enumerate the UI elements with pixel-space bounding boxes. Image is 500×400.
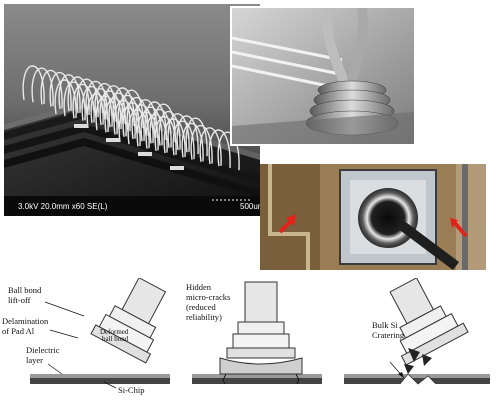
dielectric-layer-shape xyxy=(30,374,170,378)
bond-wire-loop xyxy=(54,79,77,119)
schematic-microcracks: Hidden micro-cracks (reduced reliability… xyxy=(186,281,322,385)
sem-closeup-bond-image xyxy=(230,6,416,146)
bond-pad xyxy=(74,124,88,128)
bond-wire-loop xyxy=(63,81,86,121)
bond-wire-loop xyxy=(135,99,158,138)
bond-wire-loop xyxy=(72,83,95,123)
bond-wire-loop xyxy=(85,80,108,120)
inset-traces xyxy=(232,36,343,90)
bond-wire-loop xyxy=(90,88,113,127)
delamination-label-1: Delamination xyxy=(2,316,49,326)
bond-wire-loop xyxy=(117,94,140,134)
dielectric-label-1: Dielectric xyxy=(26,345,60,355)
optical-left-trace xyxy=(268,164,310,270)
sem-inset-svg xyxy=(232,8,414,144)
bond-wire-loop xyxy=(140,106,163,146)
bulk-si-label-2: Cratering xyxy=(372,330,405,340)
bond-wire-loop xyxy=(95,95,118,135)
ball-bond-liftoff-label-2: lift-off xyxy=(8,295,31,305)
bond-wire-loop xyxy=(22,65,45,105)
bond-wire-loop xyxy=(199,127,222,166)
bond-pads xyxy=(74,124,184,170)
bond-wire-loop xyxy=(94,82,117,122)
bond-wire-loop xyxy=(163,118,186,158)
inset-wire-right xyxy=(345,8,368,88)
bond-wire-loop xyxy=(76,78,99,118)
bond-wire-loop xyxy=(153,103,176,143)
si-chip-label: Si-Chip xyxy=(118,385,144,395)
bond-wire-loop xyxy=(127,109,150,149)
sem-wire-bond-array-image: 3.0kV 20.0mm x60 SE(L) 500um xyxy=(4,4,260,216)
bond-wire-loop xyxy=(81,85,104,125)
ball-bond-liftoff-label-1: Ball bond xyxy=(8,285,42,295)
bond-wire-loop xyxy=(67,76,90,116)
bond-pad xyxy=(170,166,184,170)
bond-wire-loop xyxy=(190,124,213,164)
bond-wire-loop xyxy=(108,92,131,132)
optical-wire-tail xyxy=(397,220,459,270)
bond-wire-loop xyxy=(217,131,240,171)
failure-mode-schematics: Deformed ball bond Ball bond lift-off De… xyxy=(0,278,500,400)
die-stack xyxy=(4,102,260,216)
sem-scale-label: 500um xyxy=(240,202,260,211)
schematic-cratering: Bulk Si Cratering xyxy=(344,278,490,385)
hidden-cracks-label-4: reliability) xyxy=(186,312,222,322)
sem-info-bar xyxy=(4,196,260,216)
micro-crack-left xyxy=(222,373,227,385)
schematic-svg: Deformed ball bond Ball bond lift-off De… xyxy=(2,278,490,395)
red-arrow-left xyxy=(278,214,296,234)
deformed-ball-label-1: Deformed xyxy=(100,328,129,336)
bond-wire-loop xyxy=(136,111,159,151)
bond-wire-loop xyxy=(149,108,172,148)
inset-substrate xyxy=(232,112,414,144)
bond-wire-loop xyxy=(172,120,195,160)
optical-right-trace xyxy=(462,164,468,270)
si-chip-shape xyxy=(30,378,170,384)
sem-main-svg: 3.0kV 20.0mm x60 SE(L) 500um xyxy=(4,4,260,216)
bond-wire-loop xyxy=(158,110,181,150)
optical-pad-crater-image xyxy=(260,164,486,270)
bond-wire-loop xyxy=(131,104,154,144)
bond-wire-loop xyxy=(154,116,177,155)
hidden-cracks-label-2: micro-cracks xyxy=(186,292,230,302)
deformed-ball-label-2: ball bond xyxy=(102,335,129,343)
bond-wire-loop xyxy=(185,117,208,157)
si-crater-shape xyxy=(399,373,437,385)
dielectric-label-2: layer xyxy=(26,355,43,365)
bond-wire-loop xyxy=(145,113,168,153)
optical-ball-bond xyxy=(358,188,418,248)
red-arrow-right xyxy=(450,218,468,238)
sem-meta-text: 3.0kV 20.0mm x60 SE(L) xyxy=(18,202,108,211)
bond-wire-loop xyxy=(126,96,149,136)
hidden-cracks-label-3: (reduced xyxy=(186,302,216,312)
bond-wire-loop xyxy=(58,74,81,113)
bond-wire-loop xyxy=(181,122,204,162)
bond-pad xyxy=(138,152,152,156)
si-crater-fragments xyxy=(404,348,432,374)
bond-wire-loop xyxy=(31,67,54,107)
bond-wire-loop xyxy=(49,71,72,111)
bond-wire-loop xyxy=(118,107,141,147)
bond-wire-loop xyxy=(208,129,231,169)
bond-wire-loop xyxy=(103,85,126,124)
bond-wire-loop xyxy=(99,90,122,130)
bond-wire-loop xyxy=(86,93,109,133)
micro-crack-right xyxy=(295,373,300,385)
hidden-cracks-label-1: Hidden xyxy=(186,282,212,292)
optical-svg xyxy=(260,164,486,270)
optical-right-region xyxy=(456,164,486,270)
bond-pad xyxy=(106,138,120,142)
bond-wire-loop xyxy=(104,97,127,137)
delamination-label-2: of Pad Al xyxy=(2,326,35,336)
bond-wire-loop xyxy=(167,113,190,152)
bond-wire-loops xyxy=(22,65,240,171)
bond-wire-loop xyxy=(122,102,145,141)
inset-wire-left xyxy=(322,8,349,84)
bond-wire-loop xyxy=(176,115,199,155)
schematic-liftoff: Deformed ball bond Ball bond lift-off De… xyxy=(2,278,170,395)
bond-wire-loop xyxy=(40,69,63,109)
bond-wire-loop xyxy=(144,101,167,141)
bulk-si-label-1: Bulk Si xyxy=(372,320,398,330)
bond-wire-loop xyxy=(113,99,136,139)
